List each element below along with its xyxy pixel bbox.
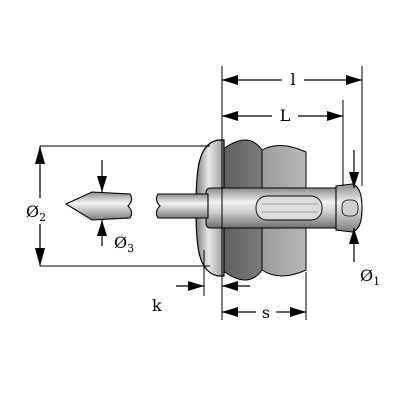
dimension-d1: Ø1 [349,150,380,288]
label-l: l [290,70,295,89]
dimension-d3: Ø3 [97,160,134,255]
label-d1: Ø1 [360,266,380,288]
rivet-sleeve [205,187,347,229]
mandrel-pin [64,191,209,221]
dimension-l: l [222,66,362,90]
label-d2: Ø2 [26,202,46,224]
dimension-L: L [222,104,343,128]
dimension-d2: Ø2 [24,146,56,266]
dimension-k: k [152,281,250,315]
mandrel-head [335,183,363,233]
label-L: L [280,106,291,125]
label-s: s [262,303,270,322]
label-d3: Ø3 [114,233,134,255]
label-k: k [152,296,162,315]
dimension-s: s [222,300,306,324]
